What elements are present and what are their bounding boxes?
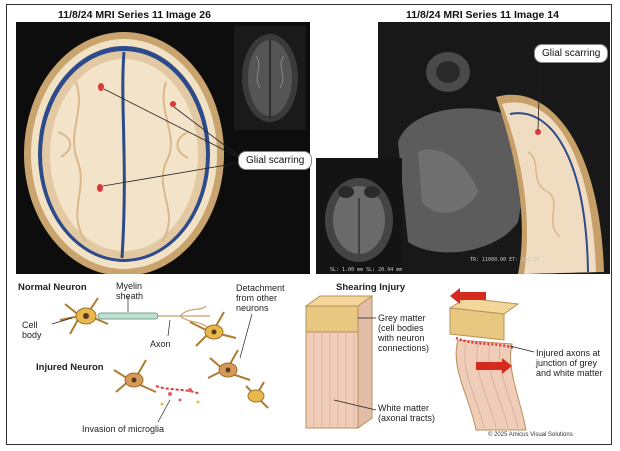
normal-neuron-heading: Normal Neuron <box>18 282 87 293</box>
myelin-sheath <box>97 312 159 320</box>
glial-scarring-callout-left: Glial scarring <box>238 151 313 170</box>
white-matter-label: White matter (axonal tracts) <box>378 403 436 423</box>
target-neuron <box>189 311 237 347</box>
injured-neuron-heading: Injured Neuron <box>36 362 104 373</box>
microglia-cluster <box>160 388 200 406</box>
mri-left-panel <box>16 22 310 274</box>
shearing-injury-heading: Shearing Injury <box>336 282 406 293</box>
scar-lesion-1 <box>98 83 104 91</box>
scar-lesion-3 <box>97 184 103 192</box>
injured-neuron-right <box>207 349 269 409</box>
mri-left-title: 11/8/24 MRI Series 11 Image 26 <box>58 9 211 21</box>
microglia-label: Invasion of microglia <box>82 424 165 434</box>
mri-right-scan <box>378 22 610 274</box>
scar-lesion-2 <box>170 101 176 107</box>
myelin-sheath-label: Myelin sheath <box>116 281 144 301</box>
scan-readout-line1: SL: 1.00 mm SL: 20.94 mm <box>330 267 403 273</box>
detachment-label: Detachment from other neurons <box>236 283 285 313</box>
grey-matter-label: Grey matter (cell bodies with neuron con… <box>378 313 430 353</box>
neuron-illustration <box>51 296 269 423</box>
copyright-text: © 2025 Amicus Visual Solutions <box>488 432 573 438</box>
mri-right-panel <box>378 22 610 274</box>
shearing-illustration <box>304 288 535 431</box>
injured-neuron-left <box>113 359 201 395</box>
tissue-block-sheared <box>448 297 527 431</box>
mri-right-title: 11/8/24 MRI Series 11 Image 14 <box>406 9 559 21</box>
normal-neuron-cell <box>59 297 109 335</box>
shear-arrow-top <box>450 288 486 304</box>
axon-label: Axon <box>150 339 171 349</box>
mri-inset-middle <box>316 158 402 274</box>
scan-readout-line2: TR: 11000.00 ET: 160.00 <box>470 257 540 263</box>
mri-inset-small <box>234 26 306 130</box>
shear-arrow-bottom <box>476 358 512 374</box>
brain-axial-illustration <box>24 32 245 274</box>
injured-axons-label: Injured axons at junction of grey and wh… <box>536 348 603 378</box>
glial-scarring-callout-right: Glial scarring <box>534 44 609 63</box>
tissue-block-normal <box>304 295 374 429</box>
cell-body-label: Cell body <box>22 320 42 340</box>
